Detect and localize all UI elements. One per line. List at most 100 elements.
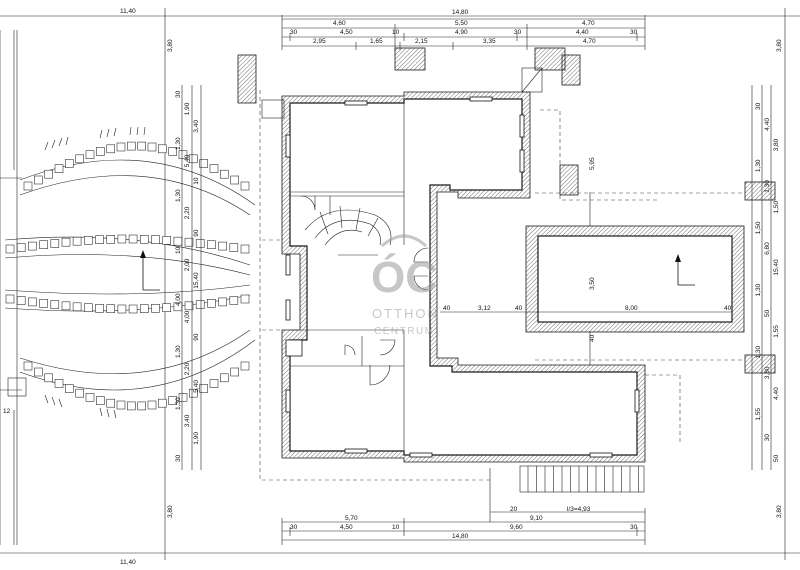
paving-tile — [220, 373, 229, 383]
paving-tile — [50, 239, 60, 248]
left-vertical-dim-label: 1,30 — [175, 137, 182, 150]
dim-top-row3-e: 4,70 — [583, 38, 596, 45]
paving-tile — [127, 401, 136, 411]
pool-dim-edge-a: 40 — [515, 305, 523, 312]
paving-tile — [127, 141, 136, 151]
paving-tile — [220, 169, 229, 179]
paving-tile — [195, 239, 205, 248]
paving-tile — [84, 303, 93, 313]
left-vertical-dim-label: 1,30 — [175, 189, 182, 202]
doors — [300, 195, 429, 386]
right-vertical-dim-label: 4,40 — [773, 387, 780, 400]
dim-bottom-row2-e: 30 — [630, 524, 638, 531]
right-vertical-dim-label: 50 — [764, 309, 771, 317]
dim-top-row2-d: 4,90 — [455, 29, 468, 36]
right-vertical-dim-label: 15,40 — [773, 259, 780, 276]
paving-tile — [178, 150, 188, 159]
right-vertical-dim-label: 30 — [764, 434, 771, 442]
left-vertical-dim-label: 90 — [193, 333, 200, 341]
pool-dim-width: 3,50 — [589, 277, 596, 290]
left-vertical-dim-label: 2,00 — [184, 258, 191, 271]
stair-label: l/3=4,93 — [567, 506, 591, 513]
paving-tile — [199, 384, 208, 393]
dim-top-row2-a: 30 — [290, 29, 298, 36]
left-vertical-dim-label: 5,40 — [193, 380, 200, 393]
paving-tile — [128, 304, 138, 314]
paving-tile — [151, 303, 160, 313]
paving-tile — [218, 297, 227, 307]
watermark-logo: ÓC OTTHON CENTRUM — [371, 234, 437, 337]
paving-tile — [75, 154, 84, 164]
left-vertical-dim-label: 4,00 — [184, 310, 191, 323]
right-vertical-dim-label: 6,80 — [764, 242, 771, 255]
paving-tile — [23, 181, 33, 191]
right-vertical-dim-label: 3,80 — [773, 138, 780, 151]
paving-tile — [184, 301, 194, 311]
dim-top-row2-c: 10 — [392, 29, 400, 36]
paving-tile — [5, 294, 15, 304]
dim-left-bottom-side: 3,80 — [167, 505, 174, 518]
dim-bottom-row2-b: 4,50 — [340, 524, 353, 531]
left-vertical-dim-label: 10 — [175, 246, 182, 254]
pool-dim-length: 8,00 — [625, 305, 638, 312]
dashed-outlines — [259, 90, 745, 481]
paving-tile — [162, 236, 171, 245]
paving-tile — [72, 236, 82, 246]
left-vertical-dim-label: 1,90 — [193, 432, 200, 445]
paving-tile — [50, 300, 60, 309]
left-vertical-dim-label: 30 — [175, 454, 182, 462]
right-vertical-dim-label: 1,55 — [755, 408, 762, 421]
paving-tile — [106, 144, 115, 154]
frame-lines — [0, 8, 800, 560]
dim-top-row1-b: 5,50 — [455, 20, 468, 27]
paving-tile — [54, 379, 64, 388]
paving-tile — [240, 181, 250, 191]
dim-top-row2-e: 30 — [514, 29, 522, 36]
pool — [440, 192, 745, 365]
paving-tile — [116, 142, 126, 152]
dim-bottom-row1-c: 9,10 — [530, 515, 543, 522]
right-vertical-dim-label: 1,55 — [773, 325, 780, 338]
paving-tile — [85, 392, 95, 402]
paving-tile — [28, 297, 37, 307]
paving-tile — [147, 400, 157, 410]
pool-dim-edge-b: 40 — [724, 305, 732, 312]
left-vertical-dim-label: 15,40 — [193, 272, 200, 289]
paving-tile — [23, 361, 33, 371]
left-vertical-dim-label: 1,90 — [184, 102, 191, 115]
dim-top-row3-d: 3,35 — [483, 38, 496, 45]
dim-top-row2-f: 4,40 — [576, 29, 589, 36]
paving-tile — [158, 398, 167, 408]
dim-left-bottom: 11,40 — [120, 559, 136, 566]
paving-tile — [128, 234, 138, 244]
spiral-stair — [304, 205, 392, 256]
exterior-stairs — [237, 47, 776, 374]
paving-tile — [61, 301, 71, 311]
paving-tile — [54, 164, 64, 173]
right-vertical-dim-label: 1,30 — [755, 283, 762, 296]
dim-top-row3-b: 1,65 — [370, 38, 383, 45]
paving-tile — [218, 241, 227, 251]
dim-right-top: 3,80 — [776, 39, 783, 52]
paving-tile — [207, 298, 216, 308]
watermark-line2: CENTRUM — [374, 326, 435, 337]
dim-left-small: 12 — [3, 408, 11, 415]
dim-bottom-row1-b: 20 — [510, 506, 518, 513]
right-vertical-dimension-chain — [751, 85, 772, 470]
paving-tile — [106, 235, 115, 244]
paving-tile — [106, 398, 115, 408]
dim-top-row3-a: 2,95 — [313, 38, 326, 45]
top-dimension-chain — [281, 15, 646, 50]
paving-tile — [229, 243, 239, 252]
level-arrow-left — [140, 250, 160, 291]
left-vertical-dim-label: 3,40 — [184, 414, 191, 427]
paving-tile — [240, 244, 250, 254]
paving-tile — [33, 367, 43, 377]
paving-tile — [84, 236, 93, 245]
paving-tile — [75, 388, 84, 398]
right-vertical-dim-label: 1,30 — [755, 159, 762, 172]
paving-tile — [199, 159, 208, 168]
paving-tile — [44, 169, 54, 179]
paving-tile — [106, 304, 115, 314]
paving-tile — [189, 388, 198, 398]
